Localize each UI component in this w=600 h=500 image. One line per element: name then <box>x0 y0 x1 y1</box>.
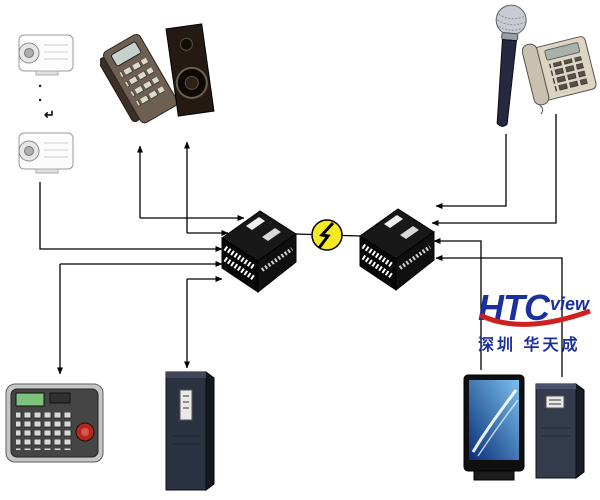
control-keyboard <box>4 376 106 475</box>
logo-swoosh-icon <box>478 309 591 327</box>
mux-label <box>262 228 281 241</box>
continuation-symbol: · · ↵ <box>30 78 64 128</box>
advertising-display <box>458 372 530 489</box>
fiber-multiplexer-left <box>212 198 302 303</box>
wire-camera-to-mux <box>39 182 223 252</box>
logo-brand-suffix: view <box>550 294 590 314</box>
dot-symbol: · <box>38 92 43 109</box>
phone-cord <box>539 104 544 122</box>
equipment-tower-right <box>528 378 592 489</box>
equipment-tower-left <box>160 366 218 500</box>
wire-mic-to-mux <box>435 134 507 209</box>
mic-handle <box>496 38 517 127</box>
microphone <box>486 2 528 139</box>
camera-2 <box>12 128 78 181</box>
fiber-multiplexer-right <box>350 196 440 301</box>
phone-keypad <box>548 55 589 95</box>
phone-display <box>110 41 142 67</box>
tower-label <box>545 395 565 409</box>
keyboard-screen <box>15 392 45 407</box>
mux-label <box>384 215 403 228</box>
keyboard-keys <box>16 412 74 450</box>
desk-telephone <box>521 28 600 122</box>
mux-label <box>400 226 419 239</box>
tower-label <box>179 389 193 421</box>
phone-keypad <box>119 57 167 110</box>
wire-telephone-to-mux <box>431 114 557 226</box>
wire-tower2-to-mux <box>435 255 563 377</box>
speaker <box>164 20 216 125</box>
phone-display <box>544 42 581 61</box>
mux-label <box>246 217 265 230</box>
dot-symbol: · <box>38 78 43 95</box>
lightning-bolt-icon <box>317 221 335 249</box>
tweeter-icon <box>179 37 193 51</box>
wire-kiosk-to-mux <box>433 238 482 370</box>
return-symbol: ↵ <box>44 107 55 122</box>
kiosk-base <box>473 470 515 481</box>
htcview-logo: HTCview 深圳 华天成 <box>478 290 600 355</box>
camera-1 <box>12 30 78 83</box>
keypad-phone <box>98 30 180 135</box>
handset <box>521 43 550 106</box>
logo-company-name: 深圳 华天成 <box>478 337 581 354</box>
